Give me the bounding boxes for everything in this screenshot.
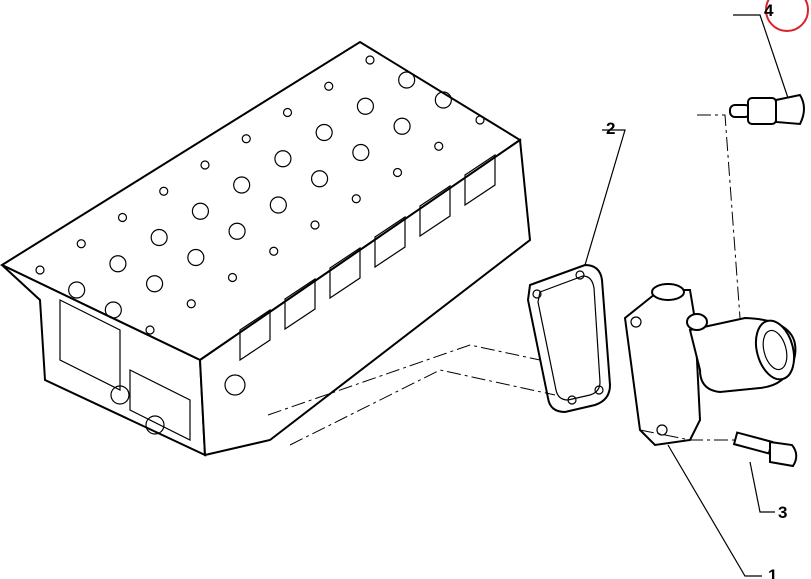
deck-hole [434,141,444,151]
deck-hole [392,167,403,178]
deck-hole [241,134,251,144]
callout-1[interactable]: 1 [768,566,777,579]
deck-hole [282,107,293,118]
deck-hole [191,202,210,220]
port-opening [239,308,271,362]
deck-hole [104,301,122,319]
callout-4[interactable]: 4 [764,1,774,20]
deck-hole [228,222,246,240]
thermostat-housing-drawing [623,283,797,447]
deck-hole [200,160,210,170]
deck-hole [310,220,320,230]
bolt-drawing [732,431,798,468]
deck-hole [324,81,334,91]
deck-hole [310,170,329,188]
deck-hole [117,212,128,223]
leader-lines [584,14,789,577]
deck-hole [35,265,45,275]
highlight-circle [765,0,809,32]
port-opening [329,246,361,300]
deck-hole [159,186,169,196]
deck-hole [269,196,287,214]
deck-hole [227,272,238,283]
deck-hole [233,176,251,194]
deck-hole [150,228,168,247]
port-opening [284,277,316,331]
port-opening [464,153,496,207]
deck-hole [145,275,164,293]
deck-hole [352,143,370,162]
port-opening [374,215,406,269]
deck-hole [475,115,485,125]
deck-hole [356,97,375,115]
deck-hole [269,246,279,256]
deck-hole [145,325,155,335]
callout-3[interactable]: 3 [778,503,787,522]
deck-hole [365,55,375,65]
deck-hole [351,194,361,204]
deck-hole [398,71,416,89]
alignment-lines [267,114,741,446]
port-opening [419,184,451,238]
deck-hole [109,255,127,273]
deck-hole [393,117,411,135]
gasket-drawing [526,263,612,414]
deck-hole [76,239,86,249]
callout-2[interactable]: 2 [606,119,615,138]
deck-hole [274,150,292,168]
temperature-sensor-drawing [729,93,805,126]
deck-hole [186,299,196,309]
deck-hole [187,248,205,267]
deck-hole [315,123,333,142]
deck-hole [434,91,452,109]
deck-hole [68,281,86,299]
cylinder-head-drawing [0,40,532,457]
